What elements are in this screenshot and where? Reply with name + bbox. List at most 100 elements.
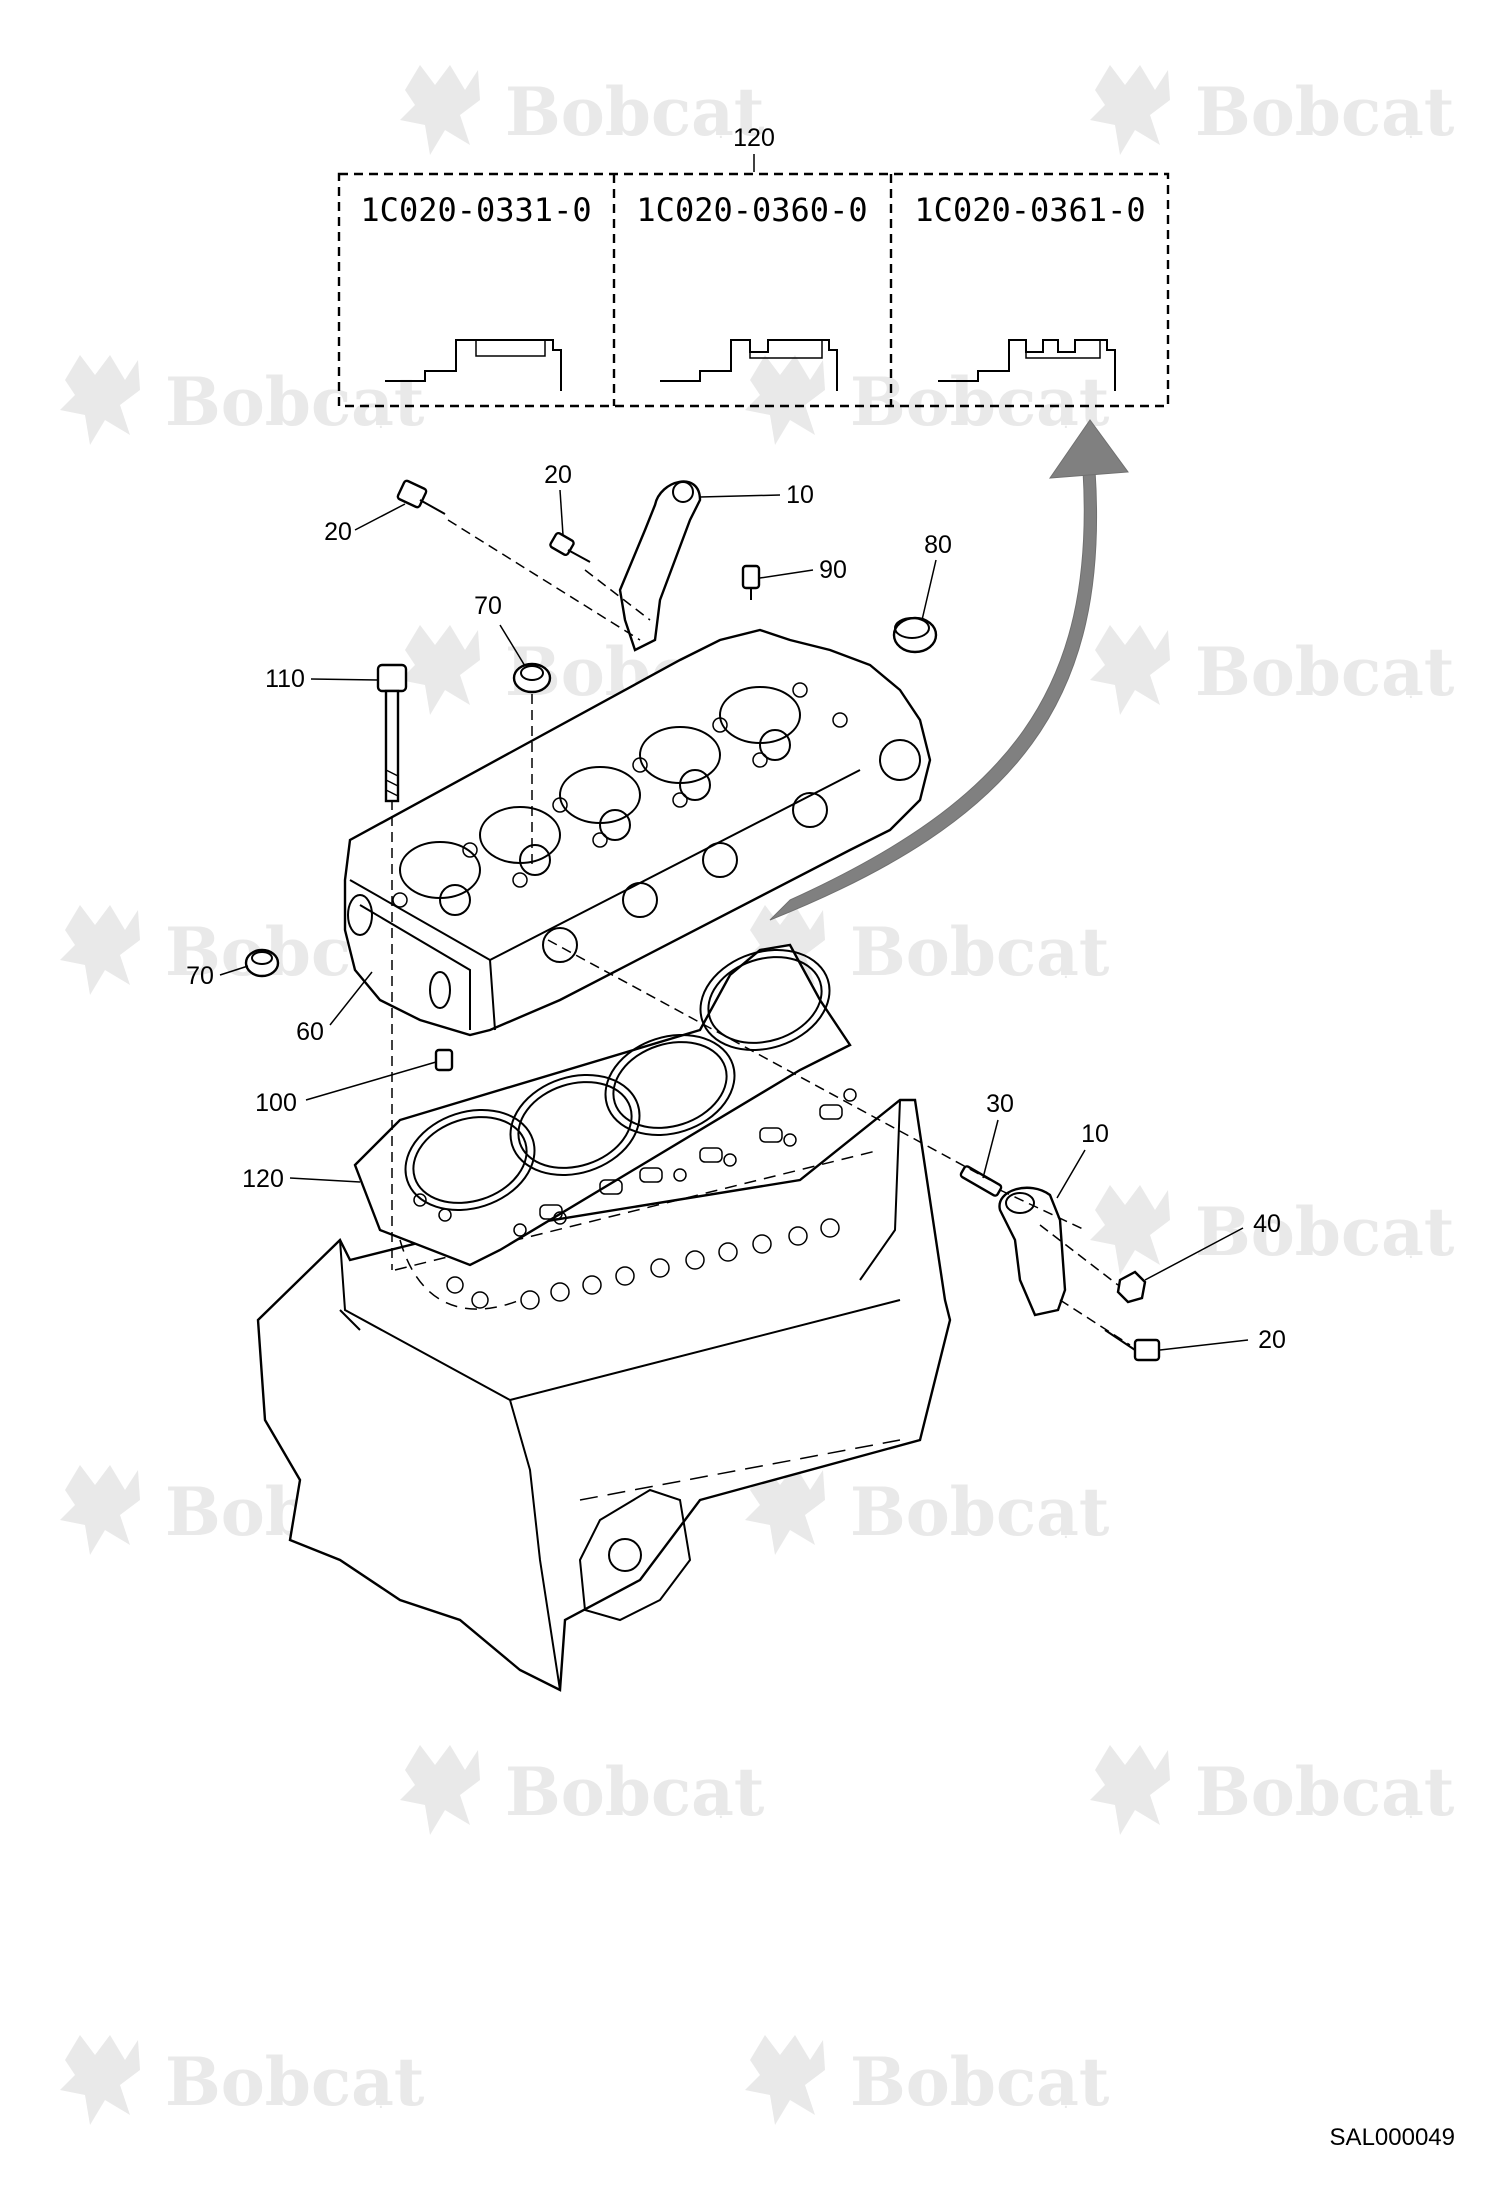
watermark-mark: . — [718, 122, 724, 143]
callout-label: 80 — [924, 531, 952, 559]
watermark-text: Bobcat — [1195, 1753, 1455, 1831]
lifting-bracket-top — [618, 480, 702, 652]
callout: 80 — [921, 531, 952, 621]
kit-part-number-1: 1C020-0331-0 — [360, 191, 591, 229]
bobcat-logo-icon — [60, 1465, 140, 1555]
kit-part-number-3: 1C020-0361-0 — [914, 191, 1145, 229]
callout: 20 — [544, 461, 572, 536]
watermark: Bobcat. — [745, 2035, 1110, 2125]
watermark-mark: . — [1408, 122, 1414, 143]
watermark-text: Bobcat — [165, 2043, 425, 2121]
callout: 30 — [982, 1090, 1014, 1179]
callout-leader — [699, 494, 781, 498]
watermark: Bobcat. — [400, 65, 765, 155]
callout: 20 — [324, 503, 406, 546]
watermark-text: Bobcat — [1195, 73, 1455, 151]
callout: 40 — [1144, 1210, 1281, 1281]
ring-70-left — [244, 948, 280, 978]
kit-profile-3 — [938, 339, 1116, 391]
callout-label: 100 — [255, 1089, 297, 1117]
callout-label: 70 — [474, 592, 502, 620]
bolt-110 — [376, 663, 408, 803]
callout: 10 — [699, 481, 814, 509]
callout: 20 — [1159, 1326, 1286, 1354]
callout-label: 20 — [1258, 1326, 1286, 1354]
plug-80 — [892, 616, 938, 654]
callout-leader — [1144, 1227, 1244, 1281]
callout-leader — [1056, 1149, 1086, 1199]
watermark: Bobcat. — [60, 355, 425, 445]
callout: 90 — [759, 556, 847, 584]
callout-label: 30 — [986, 1090, 1014, 1118]
bobcat-logo-icon — [745, 2035, 825, 2125]
watermark: Bobcat. — [1090, 1185, 1455, 1275]
watermark-text: Bobcat — [505, 1753, 765, 1831]
stud-30 — [959, 1165, 1003, 1197]
drawing-number: SAL000049 — [1330, 2124, 1455, 2151]
bobcat-logo-icon — [400, 65, 480, 155]
bolt-20-a — [396, 479, 446, 515]
kit-part-number-2: 1C020-0360-0 — [636, 191, 867, 229]
watermark-mark: . — [378, 412, 384, 433]
small-parts — [244, 479, 1161, 1362]
bobcat-logo-icon — [745, 1465, 825, 1555]
watermark-text: Bobcat — [850, 363, 1110, 441]
bobcat-logo-icon — [1090, 625, 1170, 715]
bolt-20-c — [1104, 1329, 1161, 1362]
dowel-100 — [434, 1048, 454, 1072]
watermark-mark: . — [1063, 2092, 1069, 2113]
watermark: Bobcat. — [745, 355, 1110, 445]
callout-leader — [354, 503, 406, 531]
lifting-bracket-right — [998, 1186, 1067, 1317]
callout-label: 10 — [786, 481, 814, 509]
watermark-mark: . — [1063, 1522, 1069, 1543]
cylinder-head — [343, 628, 932, 1037]
callout-label: 60 — [296, 1018, 324, 1046]
watermark-mark: . — [1408, 682, 1414, 703]
callout-leader — [759, 569, 814, 579]
callout-label: 110 — [265, 665, 305, 693]
callout-leader — [219, 965, 249, 976]
callout-leader — [305, 1061, 437, 1101]
alignment-lines — [391, 519, 1131, 1346]
watermark: Bobcat. — [1090, 1745, 1455, 1835]
callout-leader — [982, 1119, 999, 1179]
callout: 70 — [474, 592, 526, 667]
gasket-kit-inset: 120 1C020-0331-0 1C020-0360-0 1C020-0361… — [337, 124, 1170, 408]
callout-leader — [499, 624, 526, 667]
watermark-mark: . — [1063, 962, 1069, 983]
callout-leader — [310, 678, 379, 681]
callout-label: 70 — [186, 962, 214, 990]
watermark: Bobcat. — [60, 2035, 425, 2125]
watermark-text: Bobcat — [850, 1473, 1110, 1551]
watermark-text: Bobcat — [1195, 1193, 1455, 1271]
bobcat-logo-icon — [60, 355, 140, 445]
callout-leader — [289, 1177, 361, 1183]
watermark: Bobcat. — [1090, 65, 1455, 155]
watermark-text: Bobcat — [165, 363, 425, 441]
bobcat-logo-icon — [400, 1745, 480, 1835]
callout-label: 20 — [544, 461, 572, 489]
callout: 70 — [186, 962, 249, 990]
watermark-mark: . — [718, 1802, 724, 1823]
bobcat-logo-icon — [400, 625, 480, 715]
callout-leader — [559, 489, 564, 536]
watermark-text: Bobcat — [850, 2043, 1110, 2121]
watermark-text: Bobcat — [505, 73, 765, 151]
callout-leader — [921, 559, 937, 621]
bobcat-logo-icon — [1090, 65, 1170, 155]
ring-70-upper — [512, 662, 552, 694]
watermark-mark: . — [1063, 412, 1069, 433]
bobcat-logo-icon — [1090, 1745, 1170, 1835]
bobcat-logo-icon — [745, 355, 825, 445]
callout-label: 10 — [1081, 1120, 1109, 1148]
callout-label: 90 — [819, 556, 847, 584]
callout-layer: 20 20 10 90 80 70 110 70 60 100 120 30 10 40 20 — [186, 461, 1286, 1354]
kit-box — [337, 172, 1170, 408]
callout-label: 120 — [242, 1165, 284, 1193]
watermark-text: Bobcat — [1195, 633, 1455, 711]
nut-40 — [1116, 1270, 1147, 1304]
bobcat-logo-icon — [60, 2035, 140, 2125]
callout: 100 — [255, 1061, 437, 1117]
